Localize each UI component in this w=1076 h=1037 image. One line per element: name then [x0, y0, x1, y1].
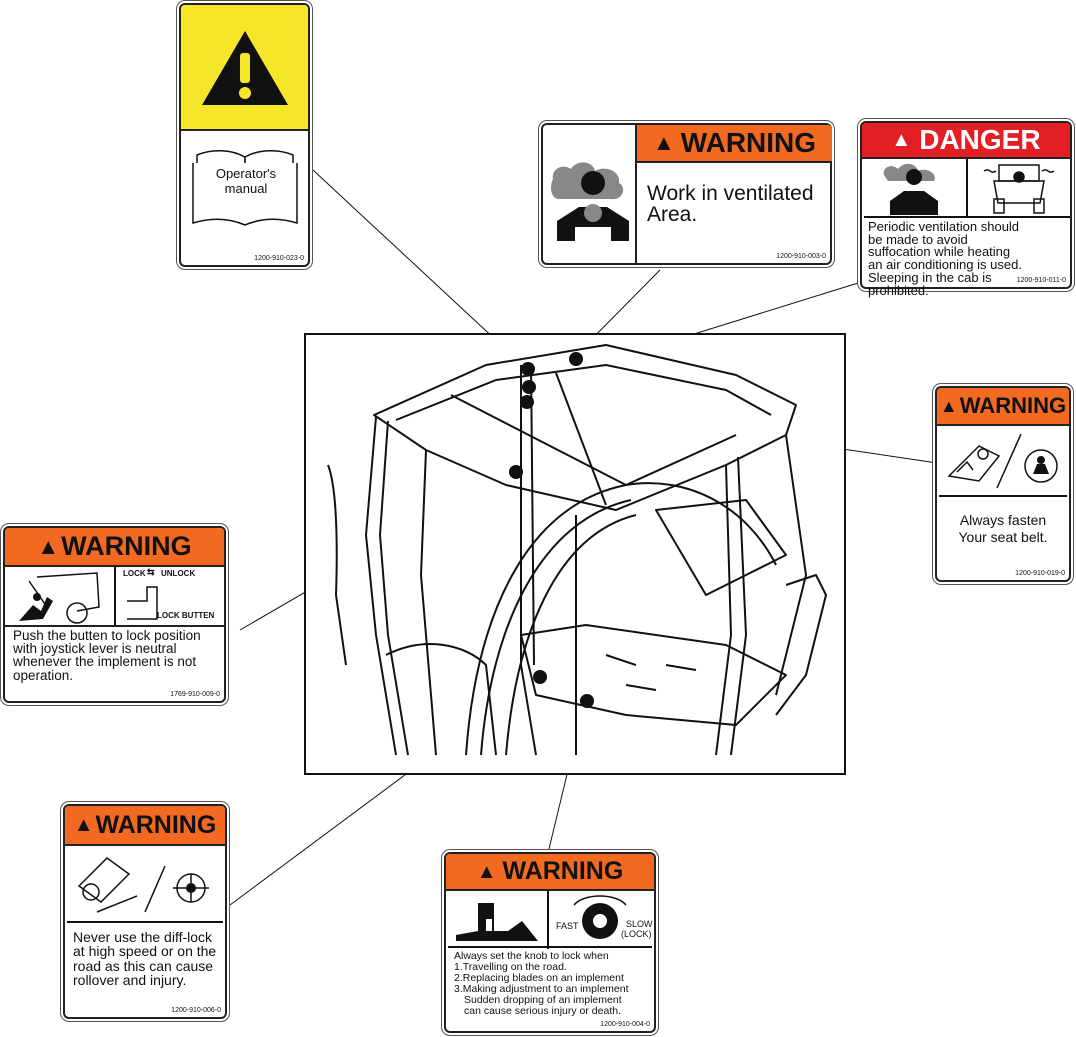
- label-code: 1200-910-006-0: [171, 1007, 221, 1014]
- fumes-inhalation-icon: [551, 162, 629, 241]
- diff-lock-message: Never use the diff-lock at high speed or…: [73, 929, 217, 989]
- danger-header: ▲ DANGER: [862, 123, 1070, 159]
- knob-lock-label: ▲ WARNING FAST SLOW (LOCK) Always set th…: [444, 852, 656, 1033]
- warning-header-text: WARNING: [959, 393, 1067, 418]
- warning-header: ▲ WARNING: [937, 388, 1069, 426]
- exclamation-triangle-icon: [201, 31, 288, 105]
- label-code: 1769-910-009-0: [170, 691, 220, 698]
- warning-header-text: WARNING: [680, 127, 817, 158]
- fast-text: FAST: [556, 921, 579, 931]
- slow-lock-text: (LOCK): [621, 929, 652, 939]
- warning-header: ▲ WARNING: [635, 125, 832, 163]
- warning-header: ▲ WARNING: [446, 854, 654, 891]
- cab-frame-drawing: [327, 344, 827, 756]
- label-code: 1200-910-023-0: [254, 255, 304, 262]
- knob-message-line1: Always set the knob to lock when: [454, 950, 609, 962]
- danger-suffocation-label: ▲ DANGER Periodic ventilation should be …: [860, 121, 1072, 297]
- danger-triangle-icon: ▲: [891, 129, 912, 151]
- label-code: 1200-910-004-0: [600, 1021, 650, 1028]
- seat-belt-label: ▲ WARNING Always fasten Your seat belt. …: [935, 386, 1071, 582]
- joystick-lock-pictograms: [19, 567, 158, 625]
- warning-header: ▲ WARNING: [65, 806, 225, 846]
- knob-message-line2: 1.Travelling on the road.: [454, 961, 567, 973]
- knob-lock-pictograms: [448, 891, 652, 949]
- joystick-lock-label: ▲ WARNING LOCK ⇆ UNLOCK LOCK BUTTEN Push…: [3, 526, 226, 703]
- knob-message-line4: 3.Making adjustment to an implement: [454, 983, 629, 995]
- diff-lock-label: ▲ WARNING Never use the diff-lock at hig…: [63, 804, 227, 1019]
- slow-text: SLOW: [626, 919, 653, 929]
- seat-belt-pictogram: [939, 433, 1067, 497]
- knob-message-line6: can cause serious injury or death.: [464, 1005, 622, 1017]
- danger-message: Periodic ventilation should be made to a…: [868, 219, 1022, 298]
- warning-header: ▲ WARNING: [5, 528, 224, 567]
- label-code: 1200-910-019-0: [1015, 570, 1065, 577]
- joystick-message: Push the butten to lock position with jo…: [13, 628, 201, 683]
- label-code: 1200-910-011-0: [1016, 277, 1066, 284]
- warning-header-text: WARNING: [95, 810, 217, 839]
- manual-line2: manual: [224, 181, 268, 196]
- warning-triangle-icon: ▲: [73, 814, 94, 836]
- cab-frame-diagram: [304, 333, 846, 775]
- seat-belt-message-line2: Your seat belt.: [958, 529, 1048, 545]
- manual-line1: Operator's: [215, 166, 277, 181]
- danger-pictograms: [864, 159, 1070, 218]
- warning-header-text: WARNING: [502, 857, 624, 885]
- operators-manual-label: Operator's manual 1200-910-023-0: [179, 3, 310, 267]
- warning-triangle-icon: ▲: [476, 860, 497, 883]
- divider: [635, 125, 637, 263]
- seat-belt-message-line1: Always fasten: [959, 512, 1047, 528]
- warning-header-text: WARNING: [61, 531, 192, 561]
- lock-text: LOCK: [123, 569, 146, 578]
- knob-message-line5: Sudden dropping of an implement: [464, 994, 622, 1006]
- open-book-icon: [192, 150, 298, 226]
- danger-header-text: DANGER: [919, 124, 1041, 155]
- warning-triangle-icon: ▲: [37, 533, 60, 559]
- warning-triangle-icon: ▲: [652, 130, 675, 155]
- unlock-text: UNLOCK: [161, 569, 196, 578]
- ventilated-area-label: ▲ WARNING Work in ventilated Area. 1200-…: [541, 123, 832, 265]
- divider: [5, 625, 224, 627]
- arrows-icon: ⇆: [147, 567, 155, 577]
- warning-message: Work in ventilated Area.: [647, 182, 814, 227]
- label-code: 1200-910-003-0: [776, 253, 826, 260]
- caution-yellow-panel: [181, 5, 308, 131]
- knob-message-line3: 2.Replacing blades on an implement: [454, 972, 624, 984]
- warning-triangle-icon: ▲: [939, 396, 958, 416]
- lock-button-text: LOCK BUTTEN: [157, 611, 215, 620]
- diff-lock-pictogram: [67, 857, 223, 923]
